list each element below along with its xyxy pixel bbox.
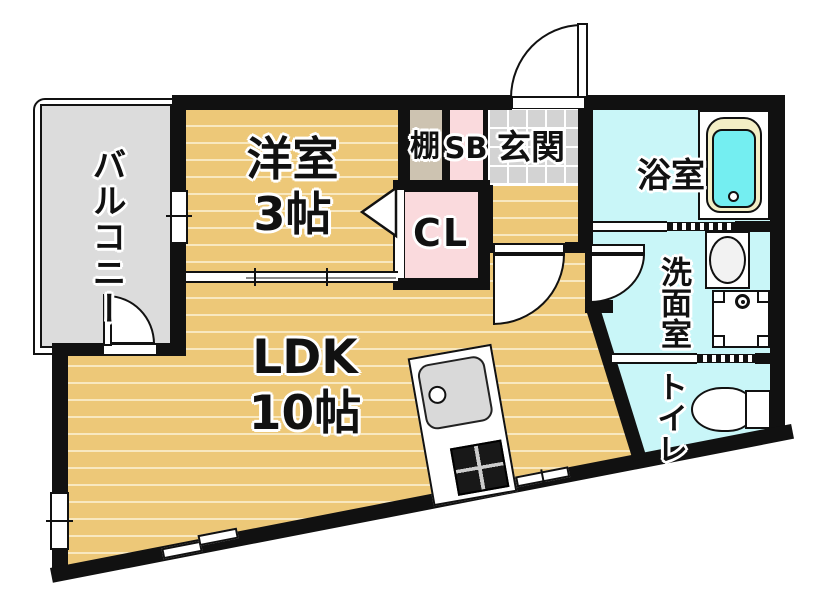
bathroom-folding-door <box>667 222 737 231</box>
wash-basin-bowl <box>709 236 746 284</box>
toilet-bowl <box>691 387 753 432</box>
wall-western-room-east <box>398 108 408 184</box>
toilet-folding-door <box>697 354 761 363</box>
entrance-door-swing <box>510 24 582 98</box>
label-washroom: 洗面室 <box>655 255 691 349</box>
label-ldk: LDK 10帖 <box>214 330 396 443</box>
pan-corner <box>712 335 725 348</box>
window-ldk-left-tick <box>46 520 73 522</box>
bathtub-drain <box>728 191 739 202</box>
wall-shoebox-entrance <box>485 108 488 185</box>
entrance-step-line <box>488 183 578 186</box>
label-western-room: 洋室 3帖 <box>200 132 385 242</box>
washing-machine-pan <box>712 290 770 348</box>
label-toilet: トイレ <box>651 370 687 464</box>
wall-hallway-bottom <box>565 242 589 253</box>
hallway-floor <box>493 185 578 252</box>
label-bathroom: 浴室 <box>637 156 705 196</box>
wall-washroom-toilet <box>755 353 770 364</box>
toilet-tank <box>745 390 771 429</box>
pan-corner <box>712 290 725 303</box>
wall-shelf-divider <box>444 108 448 184</box>
pan-corner <box>757 290 770 303</box>
closet-door-arrow-icon <box>359 185 398 239</box>
label-shoebox: SB <box>444 131 488 165</box>
label-shelf: 棚 <box>410 129 440 164</box>
label-western-room-size: 3帖 <box>253 187 332 242</box>
entrance-door-leaf <box>577 23 588 98</box>
wall-top-left <box>172 95 512 110</box>
balcony-door-opening <box>103 344 157 355</box>
closet-floor <box>405 192 478 278</box>
sliding-door-tick <box>326 268 328 286</box>
wall-top-right <box>585 95 785 110</box>
label-ldk-size: 10帖 <box>248 386 362 442</box>
sliding-door-tick <box>254 268 256 286</box>
wall-bath-washroom <box>735 221 770 232</box>
washroom-door-leaf <box>590 244 645 254</box>
label-western-room-name: 洋室 <box>246 132 339 186</box>
pan-faucet-dot <box>741 300 745 304</box>
bathroom-door <box>593 221 667 232</box>
sliding-door-western-ldk <box>186 271 398 283</box>
label-closet: CL <box>412 211 470 255</box>
entrance-tile-floor <box>488 108 580 185</box>
wall-bathroom-west <box>578 108 593 253</box>
label-ldk-name: LDK <box>252 330 358 385</box>
balcony-door-leaf <box>103 294 112 346</box>
wall-right <box>770 95 785 440</box>
ldk-door-leaf <box>493 243 565 254</box>
gas-stove <box>449 439 510 496</box>
label-balcony: バルコニー <box>86 147 126 327</box>
sliding-door-track <box>246 277 396 279</box>
wall-washroom-west <box>585 252 594 307</box>
western-room-floor <box>186 110 398 272</box>
window-western-room <box>170 190 188 244</box>
window-western-room-tick <box>166 215 192 217</box>
label-entrance: 玄関 <box>497 128 565 168</box>
toilet-door <box>612 353 697 364</box>
pan-corner <box>757 335 770 348</box>
